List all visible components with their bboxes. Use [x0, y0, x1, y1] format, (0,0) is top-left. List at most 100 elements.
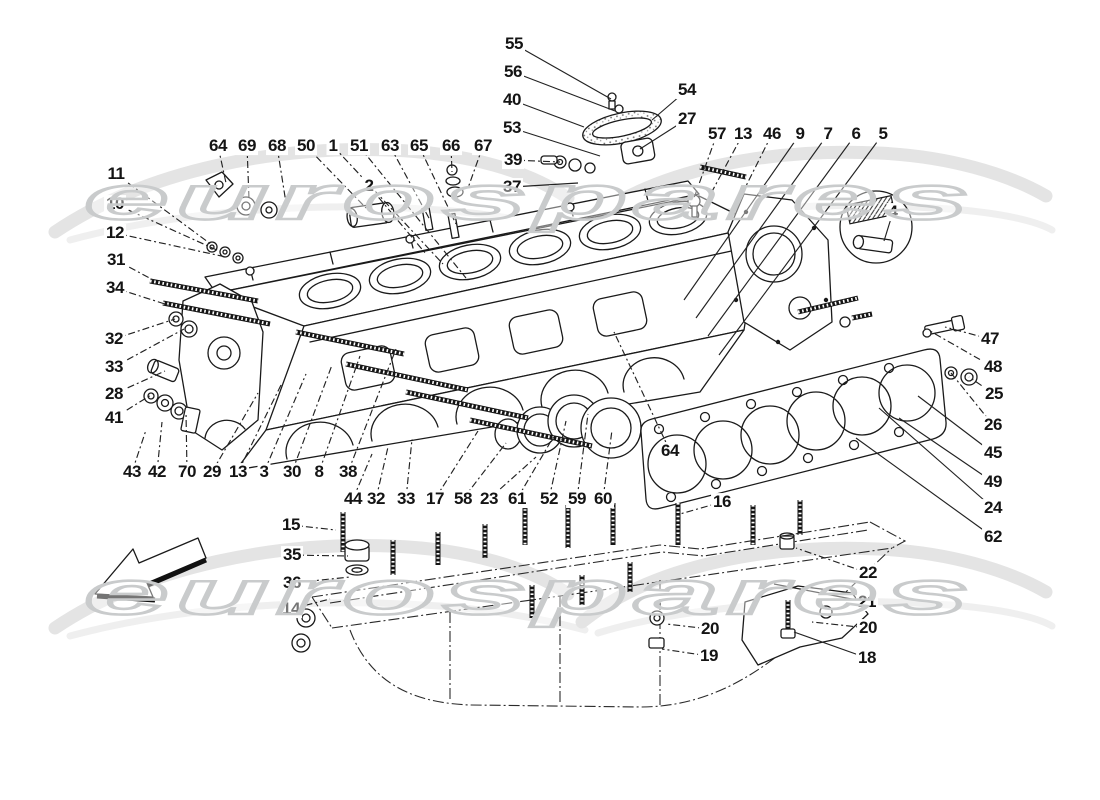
part-number-label-43: 43	[121, 462, 143, 482]
part-number-label-4: 4	[886, 202, 900, 222]
leader-line-53	[511, 127, 601, 157]
leader-line-32	[375, 446, 389, 500]
part-number-label-15: 15	[280, 515, 302, 535]
leader-line-6	[707, 133, 857, 337]
leader-line-18	[793, 631, 868, 659]
part-number-label-21: 21	[856, 592, 878, 612]
sump-plug	[344, 539, 370, 576]
leader-line-48	[929, 330, 994, 368]
part-number-label-40: 40	[501, 90, 523, 110]
part-number-label-48: 48	[982, 357, 1004, 377]
part-number-label-64: 64	[207, 136, 229, 156]
part-number-label-42: 42	[146, 462, 168, 482]
leader-line-34	[114, 287, 169, 306]
part-number-label-22: 22	[857, 563, 879, 583]
part-number-label-7: 7	[821, 124, 835, 144]
part-number-label-32: 32	[103, 329, 125, 349]
part-number-label-34: 34	[104, 278, 126, 298]
part-number-label-62: 62	[982, 527, 1004, 547]
cylinder-liners	[494, 394, 642, 459]
leader-line-56	[512, 71, 616, 112]
leader-line-65	[418, 145, 457, 225]
part-number-label-68: 68	[266, 136, 288, 156]
part-number-label-49: 49	[982, 472, 1004, 492]
part-number-label-10: 10	[104, 194, 126, 214]
small-parts-right	[839, 311, 978, 386]
crankcase-skirt	[235, 329, 745, 471]
part-number-label-56: 56	[502, 62, 524, 82]
part-number-label-5: 5	[876, 124, 890, 144]
leader-line-5	[718, 133, 884, 356]
engine-block-drawing	[149, 180, 859, 471]
part-number-label-6: 6	[849, 124, 863, 144]
leader-line-61	[516, 435, 555, 500]
part-number-label-2: 2	[362, 176, 376, 196]
leader-line-31	[115, 259, 156, 282]
leader-line-43	[131, 429, 147, 473]
leader-line-59	[576, 413, 589, 500]
leader-line-21	[773, 583, 868, 603]
leader-line-44	[352, 453, 373, 500]
part-number-label-51: 51	[348, 136, 370, 156]
part-number-label-65: 65	[408, 136, 430, 156]
leader-line-29	[211, 392, 259, 473]
part-number-label-24: 24	[982, 498, 1004, 518]
part-number-label-59: 59	[566, 489, 588, 509]
leader-line-22	[795, 547, 869, 574]
part-number-label-55: 55	[503, 34, 525, 54]
leader-line-55	[513, 43, 612, 100]
part-number-label-70: 70	[176, 462, 198, 482]
part-number-label-20: 20	[857, 618, 879, 638]
leader-line-8	[318, 355, 361, 473]
part-number-label-64: 64	[659, 441, 681, 461]
leader-line-50	[305, 145, 367, 209]
part-number-label-3: 3	[257, 462, 271, 482]
leader-line-13	[237, 382, 283, 473]
leader-line-69	[246, 145, 250, 200]
part-number-label-53: 53	[501, 118, 523, 138]
cylinder-deck	[215, 195, 761, 327]
part-number-label-20: 20	[699, 619, 721, 639]
part-number-label-23: 23	[478, 489, 500, 509]
part-number-label-54: 54	[676, 80, 698, 100]
part-number-label-35: 35	[281, 545, 303, 565]
oil-pan-drawing	[291, 500, 907, 708]
leader-line-45	[917, 395, 994, 454]
part-number-label-31: 31	[105, 250, 127, 270]
leader-line-37	[511, 182, 579, 188]
small-parts-top	[205, 164, 464, 264]
leader-line-10	[114, 203, 220, 252]
part-number-label-52: 52	[538, 489, 560, 509]
leader-line-58	[462, 442, 507, 500]
part-number-label-69: 69	[236, 136, 258, 156]
part-number-label-67: 67	[472, 136, 494, 156]
part-number-label-66: 66	[440, 136, 462, 156]
leader-lines	[113, 43, 995, 659]
leader-line-51	[358, 145, 467, 279]
part-number-label-63: 63	[379, 136, 401, 156]
leader-line-24	[878, 407, 994, 509]
part-number-label-12: 12	[104, 223, 126, 243]
part-number-label-37: 37	[501, 177, 523, 197]
leader-line-9	[683, 133, 801, 301]
part-number-label-9: 9	[793, 124, 807, 144]
leader-line-16	[679, 501, 723, 515]
leader-line-36	[291, 576, 351, 584]
part-number-label-32: 32	[365, 489, 387, 509]
part-number-label-60: 60	[592, 489, 614, 509]
leader-line-40	[511, 99, 585, 128]
mount-bracket	[648, 532, 869, 666]
part-number-label-58: 58	[452, 489, 474, 509]
part-number-label-41: 41	[103, 408, 125, 428]
part-number-label-47: 47	[979, 329, 1001, 349]
part-number-label-44: 44	[342, 489, 364, 509]
leader-line-28	[113, 370, 166, 395]
part-number-label-8: 8	[312, 462, 326, 482]
leader-line-3	[263, 373, 307, 473]
leader-line-1	[332, 145, 444, 265]
part-number-label-11: 11	[105, 164, 127, 184]
leader-line-46	[729, 133, 773, 219]
head-gasket-drawing	[640, 348, 947, 510]
